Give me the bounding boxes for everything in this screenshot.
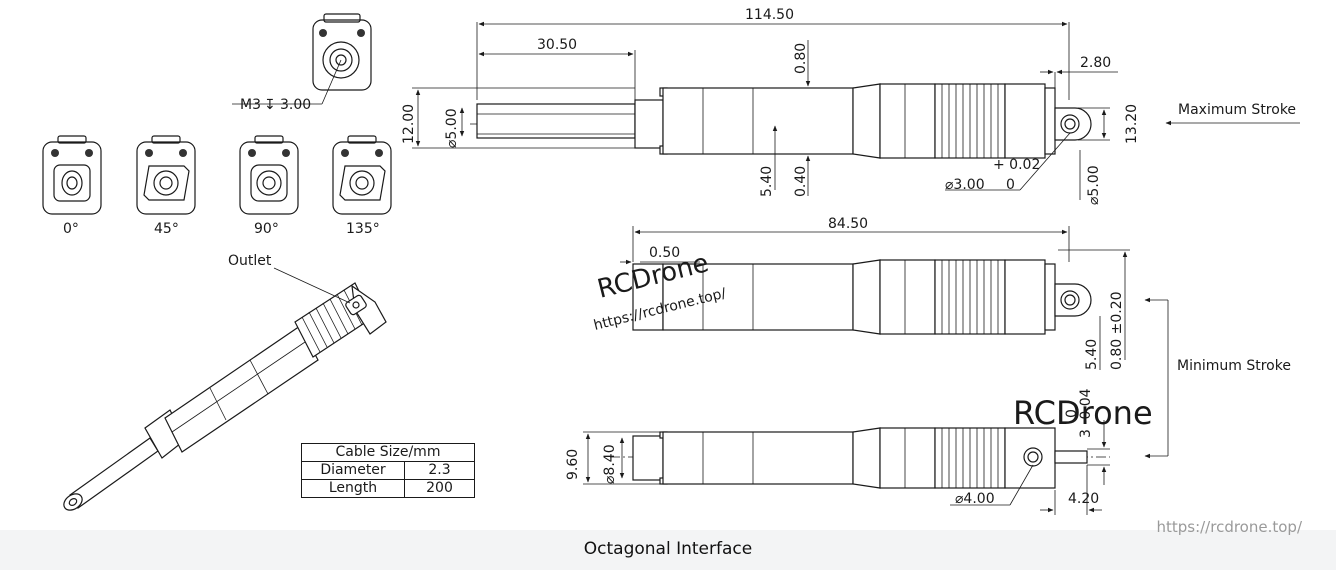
dim-12-00: 12.00 (401, 104, 417, 144)
dim-30-50: 30.50 (537, 37, 577, 53)
m3-depth-symbol: ↧ (264, 97, 276, 113)
technical-drawing: M3 ↧ 3.00 0° 45° 90° 135° (42, 7, 1312, 515)
rotation-view-45 (136, 135, 196, 215)
dim-overall-mid: 84.50 (828, 216, 868, 232)
cable-diameter-value: 2.3 (404, 461, 475, 480)
footer-title: Octagonal Interface (583, 539, 753, 559)
cable-length-value: 200 (404, 479, 475, 498)
rotation-view-135 (332, 135, 392, 215)
max-stroke-label: Maximum Stroke (1178, 102, 1296, 118)
dim-phi-8-40: ⌀8.40 (602, 444, 618, 484)
footer-url[interactable]: https://rcdrone.top/ (1156, 518, 1302, 536)
dim-phi-5-00: ⌀5.00 (444, 108, 460, 148)
dims-top (412, 21, 1118, 200)
actuator-min-stroke (632, 259, 1092, 335)
dim-5-40-mid: 5.40 (1084, 339, 1100, 370)
tol-plus-0-02: + 0.02 (993, 157, 1040, 173)
rotation-view-90 (239, 135, 299, 215)
table-row: Length 200 (301, 479, 475, 498)
min-stroke-bg (1172, 354, 1312, 374)
angle-45-label: 45° (154, 221, 179, 237)
dims-bottom (583, 420, 1110, 515)
tol-zero-top: 0 (1006, 177, 1015, 193)
dim-2-80: 2.80 (1080, 55, 1111, 71)
tol-zero-bottom: 0 (1064, 409, 1080, 418)
dim-4-20: 4.20 (1068, 491, 1099, 507)
angle-90-label: 90° (254, 221, 279, 237)
table-row: Diameter 2.3 (301, 461, 475, 480)
m3-label: M3 (240, 97, 261, 113)
dim-0-80-top: 0.80 (793, 43, 809, 74)
min-stroke-label: Minimum Stroke (1177, 358, 1291, 374)
watermark-brand-right: RCDrone (1013, 394, 1153, 432)
cable-size-table: Cable Size/mm Diameter 2.3 Length 200 (301, 443, 475, 498)
dim-overall-top: 114.50 (745, 7, 794, 23)
dim-0-80-tol: 0.80 ±0.20 (1109, 291, 1125, 370)
cable-length-label: Length (301, 479, 405, 498)
dim-0-40: 0.40 (793, 166, 809, 197)
dim-13-20: 13.20 (1124, 104, 1140, 144)
cable-table-header: Cable Size/mm (301, 443, 475, 462)
tol-3-minus-0-04: 3 -0.04 (1078, 388, 1094, 438)
cable-diameter-label: Diameter (301, 461, 405, 480)
m3-depth-label: 3.00 (280, 97, 311, 113)
outlet-label: Outlet (228, 253, 272, 269)
dim-0-50: 0.50 (649, 245, 680, 261)
dim-9-60: 9.60 (565, 449, 581, 480)
dim-phi-3-00: ⌀3.00 (945, 177, 985, 193)
dim-5-40-top: 5.40 (759, 166, 775, 197)
angle-0-label: 0° (63, 221, 79, 237)
actuator-max-stroke (470, 83, 1092, 159)
dim-phi-4-00: ⌀4.00 (955, 491, 995, 507)
actuator-bottom (610, 427, 1110, 489)
isometric-actuator (63, 282, 387, 511)
rotation-view-0 (42, 135, 102, 215)
max-stroke-bg (1172, 98, 1312, 118)
outlet-leader (273, 267, 351, 304)
dims-mid (620, 226, 1130, 370)
min-stroke-bracket (1144, 297, 1169, 459)
dim-phi-5-00-right: ⌀5.00 (1086, 165, 1102, 205)
end-view-top (232, 13, 372, 105)
footer-bar: https://rcdrone.top/ Octagonal Interface (0, 518, 1336, 570)
angle-135-label: 135° (346, 221, 380, 237)
